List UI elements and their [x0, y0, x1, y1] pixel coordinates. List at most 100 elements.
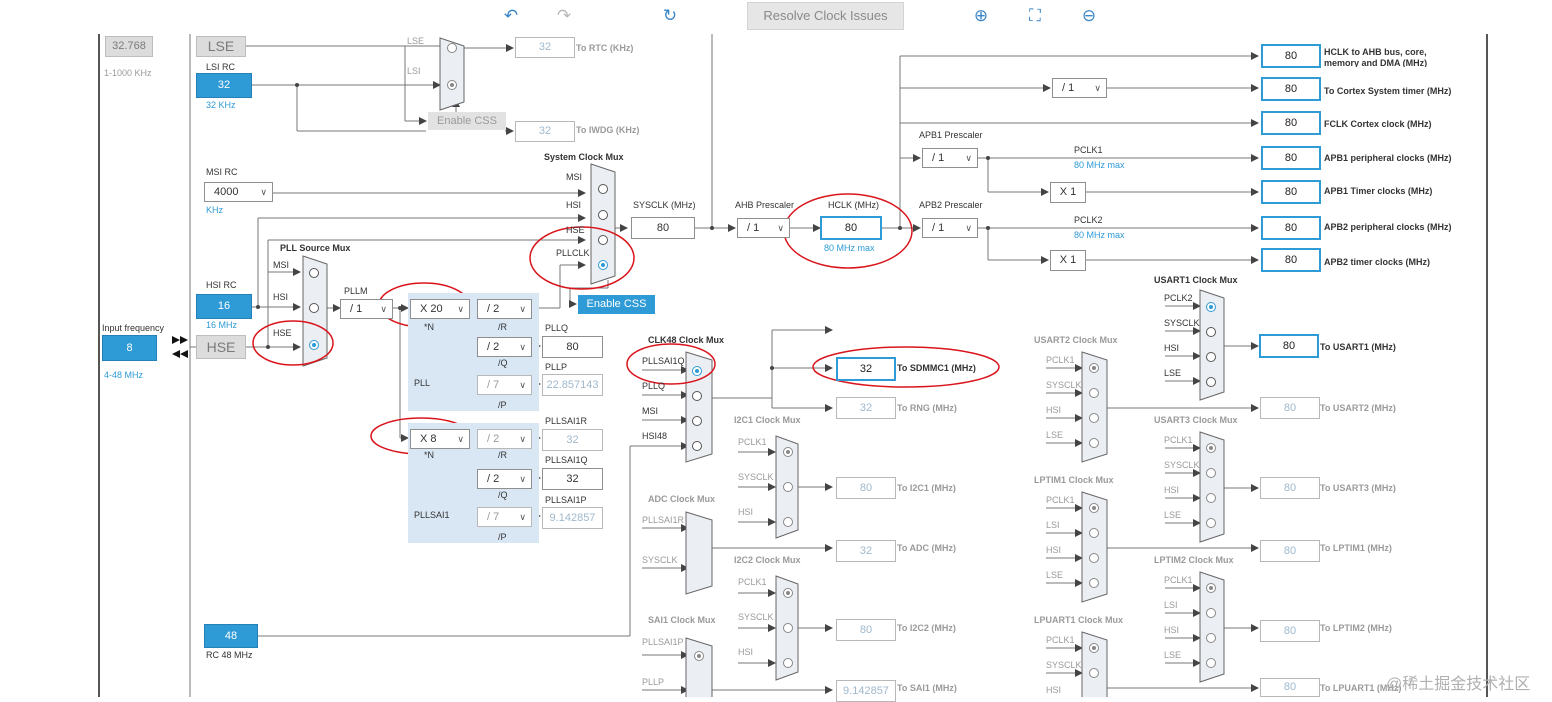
usart1-pclk2-radio[interactable] [1206, 302, 1216, 312]
sai1-pllsai1p-radio[interactable] [694, 651, 704, 661]
usart3-pclk1-radio[interactable] [1206, 443, 1216, 453]
lptim2-lse-radio[interactable] [1206, 658, 1216, 668]
sai1-output[interactable]: 9.142857 [836, 680, 896, 702]
i2c2-pclk1-radio[interactable] [783, 588, 793, 598]
pllsai1q-output-box[interactable]: 32 [542, 468, 603, 490]
usart1-output[interactable]: 80 [1259, 334, 1319, 358]
ahb-prescaler-select[interactable]: / 1∨ [737, 218, 790, 238]
adc-output[interactable]: 32 [836, 540, 896, 562]
hclk-ahb-output[interactable]: 80 [1261, 44, 1321, 68]
i2c2-output[interactable]: 80 [836, 619, 896, 641]
pll-r-select[interactable]: / 2∨ [477, 299, 532, 319]
pllq-output-box[interactable]: 80 [542, 336, 603, 358]
usart2-output[interactable]: 80 [1260, 397, 1320, 419]
usart1-hsi-radio[interactable] [1206, 352, 1216, 362]
i2c1-pclk1-radio[interactable] [783, 447, 793, 457]
usart2-hsi-radio[interactable] [1089, 413, 1099, 423]
clk48-pllsai1q-radio[interactable] [692, 366, 702, 376]
clk48-hsi48-radio[interactable] [692, 441, 702, 451]
pllsai1-r-select[interactable]: / 2∨ [477, 429, 532, 449]
apb1-prescaler-select[interactable]: / 1∨ [922, 148, 978, 168]
hse-input-frequency[interactable]: 8 [102, 335, 157, 361]
cortex-timer-divider-select[interactable]: / 1∨ [1052, 78, 1107, 98]
clk48-msi-radio[interactable] [692, 416, 702, 426]
sysclk-hse-radio[interactable] [598, 235, 608, 245]
enable-css-rtc-button[interactable]: Enable CSS [428, 112, 506, 130]
rtc-mux-shape [439, 37, 465, 111]
undo-icon[interactable]: ↶ [503, 6, 519, 26]
usart2-pclk1-radio[interactable] [1089, 363, 1099, 373]
pllsai1p-output-box[interactable]: 9.142857 [542, 507, 603, 529]
i2c2-hsi-radio[interactable] [783, 658, 793, 668]
lptim1-output[interactable]: 80 [1260, 540, 1320, 562]
hclk-value-box[interactable]: 80 [820, 216, 882, 240]
apb1-timer-output[interactable]: 80 [1261, 180, 1321, 204]
apb2-periph-output[interactable]: 80 [1261, 216, 1321, 240]
sysclk-value-box[interactable]: 80 [631, 217, 695, 239]
lptim1-lse-radio[interactable] [1089, 578, 1099, 588]
iwdg-output-box[interactable]: 32 [515, 121, 575, 142]
fclk-output[interactable]: 80 [1261, 111, 1321, 135]
lptim1-mux-title: LPTIM1 Clock Mux [1034, 475, 1114, 485]
i2c2-sysclk-radio[interactable] [783, 623, 793, 633]
lptim1-hsi-radio[interactable] [1089, 553, 1099, 563]
pclk2-label: PCLK2 [1074, 215, 1103, 225]
enable-css-button[interactable]: Enable CSS [578, 295, 655, 314]
usart2-sysclk-radio[interactable] [1089, 388, 1099, 398]
apb2-prescaler-select[interactable]: / 1∨ [922, 218, 978, 238]
usart3-hsi-radio[interactable] [1206, 493, 1216, 503]
rtc-lse-radio[interactable] [447, 43, 457, 53]
apb2-timer-output[interactable]: 80 [1261, 248, 1321, 272]
usart3-sysclk-radio[interactable] [1206, 468, 1216, 478]
lse-frequency-box[interactable]: 32.768 [105, 36, 153, 57]
pll-src-hse-radio[interactable] [309, 340, 319, 350]
sysclk-hsi-radio[interactable] [598, 210, 608, 220]
lpuart1-sysclk-radio[interactable] [1089, 668, 1099, 678]
pllsai1-p-select[interactable]: / 7∨ [477, 507, 532, 527]
lptim2-hsi-radio[interactable] [1206, 633, 1216, 643]
lptim1-lsi-radio[interactable] [1089, 528, 1099, 538]
fit-screen-icon[interactable]: ⛶ [1029, 6, 1041, 26]
lptim1-pclk1-radio[interactable] [1089, 503, 1099, 513]
i2c1-sysclk-radio[interactable] [783, 482, 793, 492]
lpuart1-output[interactable]: 80 [1260, 678, 1320, 697]
sysclk-msi-radio[interactable] [598, 184, 608, 194]
pll-q-select[interactable]: / 2∨ [477, 337, 532, 357]
sdmmc-output[interactable]: 32 [836, 357, 896, 381]
i2c1-output[interactable]: 80 [836, 477, 896, 499]
zoom-in-icon[interactable]: ⊕ [973, 6, 989, 26]
lptim2-lsi-radio[interactable] [1206, 608, 1216, 618]
pll-src-msi-radio[interactable] [309, 268, 319, 278]
pllsai1r-output-box[interactable]: 32 [542, 429, 603, 451]
pllp-output-box[interactable]: 22.857143 [542, 374, 603, 396]
cortex-timer-output[interactable]: 80 [1261, 77, 1321, 101]
pll-p-select[interactable]: / 7∨ [477, 375, 532, 395]
resolve-clock-issues-button[interactable]: Resolve Clock Issues [747, 2, 904, 30]
usart3-output[interactable]: 80 [1260, 477, 1320, 499]
lptim2-pclk1-radio[interactable] [1206, 583, 1216, 593]
pllm-select[interactable]: / 1∨ [340, 299, 393, 319]
usart3-lse-radio[interactable] [1206, 518, 1216, 528]
sysclk-pllclk-radio[interactable] [598, 260, 608, 270]
rtc-lsi-radio[interactable] [447, 80, 457, 90]
pll-src-hsi-radio[interactable] [309, 303, 319, 313]
redo-icon[interactable]: ↷ [556, 6, 572, 26]
zoom-out-icon[interactable]: ⊖ [1081, 6, 1097, 26]
lpuart1-pclk1-radio[interactable] [1089, 643, 1099, 653]
apb1-periph-output[interactable]: 80 [1261, 146, 1321, 170]
lptim2-output[interactable]: 80 [1260, 620, 1320, 642]
i2c1-hsi-radio[interactable] [783, 517, 793, 527]
pllsai1-q-select[interactable]: / 2∨ [477, 469, 532, 489]
clk48-pllq-radio[interactable] [692, 391, 702, 401]
msi-frequency-select[interactable]: 4000∨ [204, 182, 273, 202]
usart1-lse-radio[interactable] [1206, 377, 1216, 387]
pllsai1-n-select[interactable]: X 8∨ [410, 429, 470, 449]
usart1-sysclk-radio[interactable] [1206, 327, 1216, 337]
usart2-lse-radio[interactable] [1089, 438, 1099, 448]
hse-source[interactable]: HSE [196, 335, 246, 359]
rtc-output-box[interactable]: 32 [515, 37, 575, 58]
lse-source[interactable]: LSE [196, 36, 246, 57]
pll-n-select[interactable]: X 20∨ [410, 299, 470, 319]
rng-output[interactable]: 32 [836, 397, 896, 419]
refresh-icon[interactable]: ↻ [662, 6, 678, 26]
